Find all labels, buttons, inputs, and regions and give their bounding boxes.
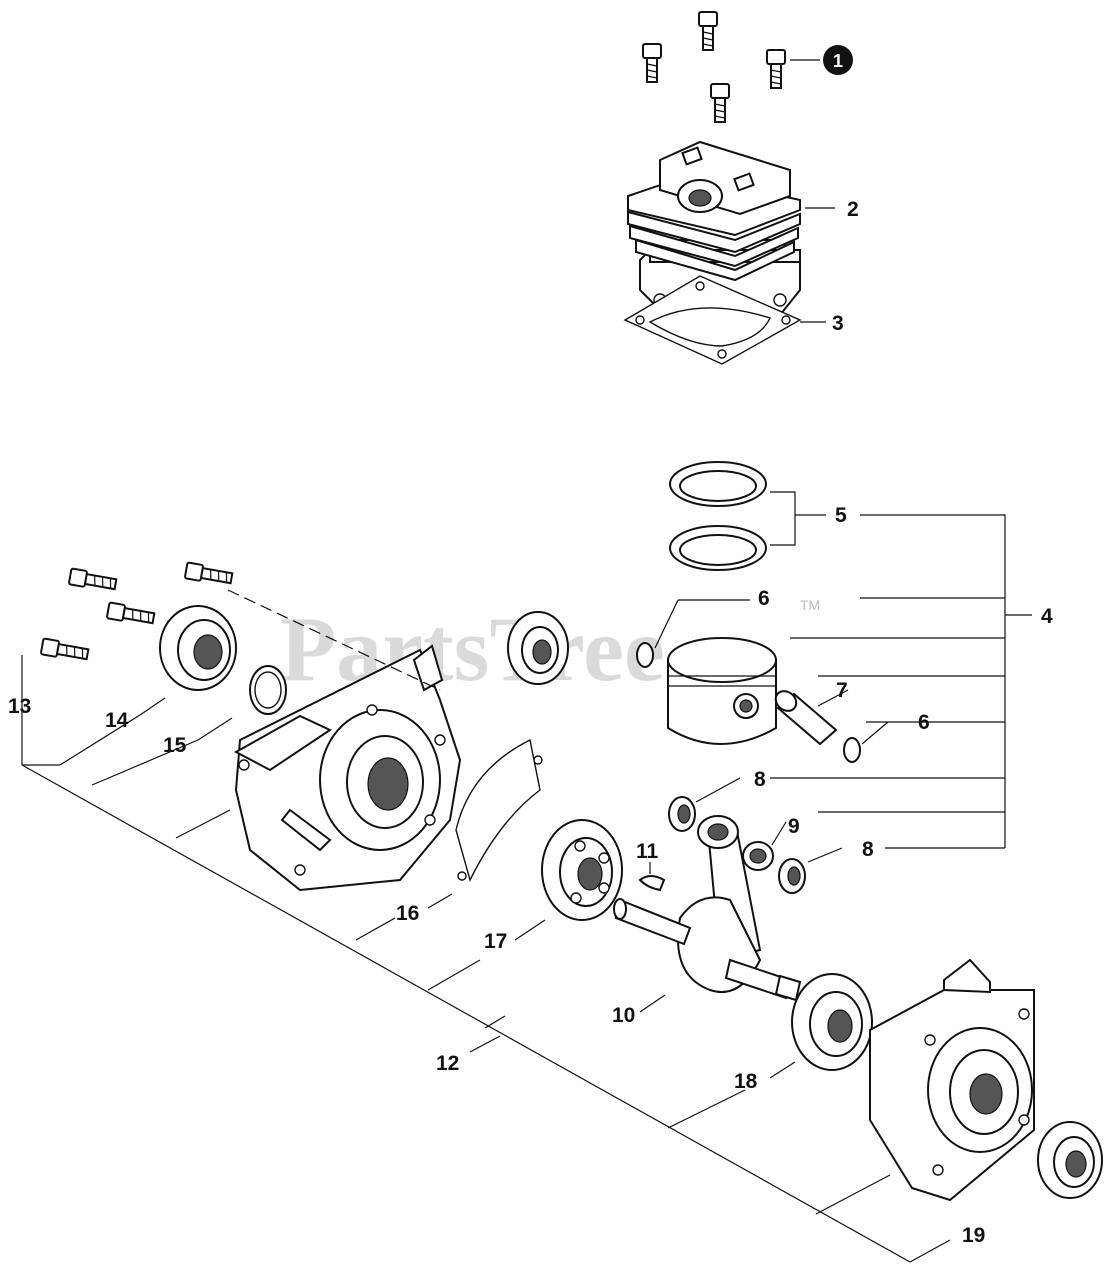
oil-seal-left[interactable] <box>159 605 237 691</box>
crankcase-half-right[interactable] <box>869 958 1035 1202</box>
crankcase-gasket[interactable] <box>455 738 543 882</box>
piston-pin[interactable] <box>772 687 838 746</box>
callout-8b: 8 <box>862 838 874 861</box>
callout-19: 19 <box>962 1224 985 1247</box>
piston-pin-circlip[interactable] <box>636 642 654 668</box>
watermark-text: PartsTree <box>280 598 665 700</box>
callout-6b: 6 <box>918 711 930 734</box>
piston-rings[interactable] <box>669 461 767 571</box>
cylinder-gasket[interactable] <box>623 275 802 365</box>
callout-4: 4 <box>1041 605 1053 628</box>
callout-1: 1 <box>790 45 853 75</box>
snap-ring[interactable] <box>249 665 287 715</box>
cylinder-bolts[interactable] <box>642 11 786 123</box>
callout-3: 3 <box>832 312 844 335</box>
callout-7: 7 <box>836 679 848 702</box>
ball-bearing-left[interactable] <box>541 819 623 921</box>
ball-bearing-right[interactable] <box>791 973 873 1071</box>
needle-bearing[interactable] <box>742 841 774 871</box>
crankshaft[interactable] <box>613 815 802 1002</box>
callout-9: 9 <box>788 815 800 838</box>
oil-seal-right[interactable] <box>1037 1121 1103 1199</box>
callout-14: 14 <box>105 709 129 732</box>
callout-16: 16 <box>396 902 419 925</box>
callout-5: 5 <box>835 504 847 527</box>
callout-1-label: 1 <box>833 51 843 71</box>
crankcase-bolts[interactable] <box>40 561 234 662</box>
callout-17: 17 <box>484 930 507 953</box>
callout-6a: 6 <box>758 587 770 610</box>
callout-12: 12 <box>436 1052 459 1075</box>
callout-10: 10 <box>612 1004 635 1027</box>
callout-15: 15 <box>163 734 187 757</box>
callout-18: 18 <box>734 1070 758 1093</box>
thrust-washer-2[interactable] <box>778 858 806 894</box>
callout-11: 11 <box>636 840 659 863</box>
thrust-washer[interactable] <box>668 796 696 832</box>
crankcase-half-left[interactable] <box>233 644 462 892</box>
watermark-trademark: TM <box>800 597 820 613</box>
piston-pin-circlip-2[interactable] <box>843 737 861 763</box>
woodruff-key[interactable] <box>638 875 666 892</box>
callout-2: 2 <box>847 198 859 221</box>
ball-bearing-upper[interactable] <box>507 611 569 685</box>
callout-8a: 8 <box>754 768 766 791</box>
callout-13: 13 <box>8 695 31 718</box>
piston[interactable] <box>667 637 777 745</box>
